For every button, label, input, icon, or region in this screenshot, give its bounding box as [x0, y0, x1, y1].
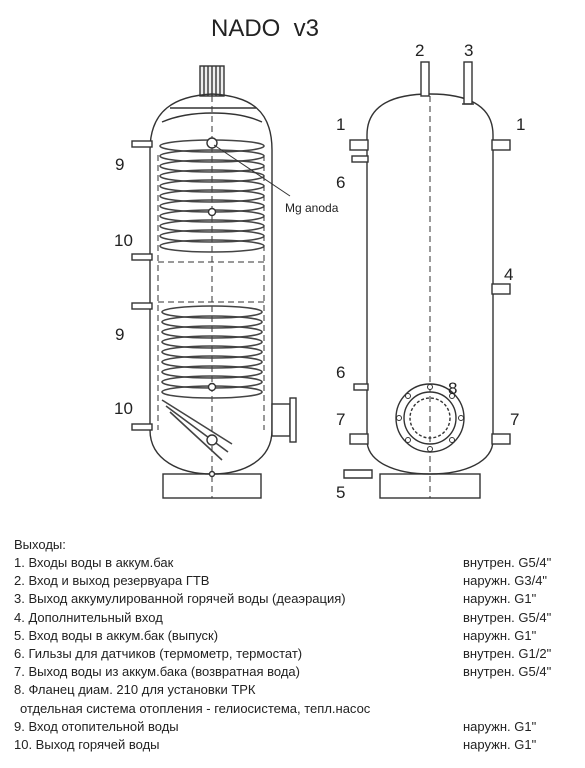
label-5: 5 [336, 483, 345, 502]
legend-row: 4. Дополнительный вход внутрен. G5/4" [14, 609, 574, 627]
legend-desc: 10. Выход горячей воды [14, 736, 160, 752]
legend-spec: внутрен. G1/2" [463, 645, 552, 661]
legend-desc: 7. Выход воды из аккум.бака (возвратная … [14, 664, 300, 680]
left-tank-pipes [131, 140, 297, 443]
legend-desc: 3. Выход аккумулированной горячей воды (… [14, 591, 346, 607]
label-8: 8 [448, 379, 457, 398]
label-4: 4 [504, 265, 513, 284]
legend-row: 5. Вход воды в аккум.бак (выпуск) наружн… [14, 627, 574, 645]
label-10-upper: 10 [114, 231, 133, 250]
legend-row: 3. Выход аккумулированной горячей воды (… [14, 590, 574, 608]
legend-desc: 6. Гильзы для датчиков (термометр, термо… [14, 645, 303, 661]
tank-diagram: NADO v3 [114, 15, 525, 502]
label-2: 2 [415, 41, 424, 60]
legend-row: 1. Входы воды в аккум.бак внутрен. G5/4" [14, 554, 574, 572]
label-9-upper: 9 [115, 155, 124, 174]
legend-spec: внутрен. G5/4" [463, 664, 552, 680]
legend-desc: отдельная система отопления - гелиосисте… [20, 700, 371, 716]
left-tank-section [149, 65, 273, 499]
legend-spec: наружн. G1" [463, 627, 537, 643]
label-9-lower: 9 [115, 325, 124, 344]
legend-spec: внутрен. G5/4" [463, 609, 552, 625]
label-7-left: 7 [336, 410, 345, 429]
label-1-left: 1 [336, 115, 345, 134]
legend-row: 9. Вход отопительной воды наружн. G1" [14, 718, 574, 736]
legend-row: 7. Выход воды из аккум.бака (возвратная … [14, 663, 574, 681]
label-6-lower: 6 [336, 363, 345, 382]
legend-title: Выходы: [14, 537, 66, 552]
label-3: 3 [464, 41, 473, 60]
legend-desc: 8. Фланец диам. 210 для установки ТРК [14, 682, 256, 698]
legend-spec: наружн. G1" [463, 718, 537, 734]
diagram-title: NADO v3 [211, 15, 319, 42]
anode-leader [213, 144, 291, 197]
legend-desc: 4. Дополнительный вход [14, 609, 163, 625]
legend-desc: 5. Вход воды в аккум.бак (выпуск) [14, 627, 219, 643]
legend-spec: наружн. G1" [463, 736, 537, 752]
legend-row: 8. Фланец диам. 210 для установки ТРК [14, 681, 574, 699]
legend-desc: 9. Вход отопительной воды [14, 718, 179, 734]
legend-desc: 2. Вход и выход резервуара ГТВ [14, 573, 210, 589]
label-10-lower: 10 [114, 399, 133, 418]
label-6-upper: 6 [336, 173, 345, 192]
legend-spec: наружн. G1" [463, 591, 537, 607]
label-1-right: 1 [516, 115, 525, 134]
legend-desc: 1. Входы воды в аккум.бак [14, 555, 174, 570]
connections-legend: Выходы: 1. Входы воды в аккум.бак внутре… [14, 536, 574, 754]
lower-heat-coil [161, 305, 263, 461]
legend-spec: внутрен. G5/4" [463, 555, 552, 570]
anode-label: Mg anoda [285, 201, 339, 215]
label-7-right: 7 [510, 410, 519, 429]
legend-row: 6. Гильзы для датчиков (термометр, термо… [14, 645, 574, 663]
legend-row: 10. Выход горячей воды наружн. G1" [14, 736, 574, 754]
right-tank-pipes [343, 139, 511, 479]
right-tank-exterior [366, 61, 494, 499]
legend-spec: наружн. G3/4" [463, 573, 548, 589]
flange-bolts [396, 384, 464, 452]
legend-row: 2. Вход и выход резервуара ГТВ наружн. G… [14, 572, 574, 590]
legend-row: отдельная система отопления - гелиосисте… [14, 700, 574, 718]
